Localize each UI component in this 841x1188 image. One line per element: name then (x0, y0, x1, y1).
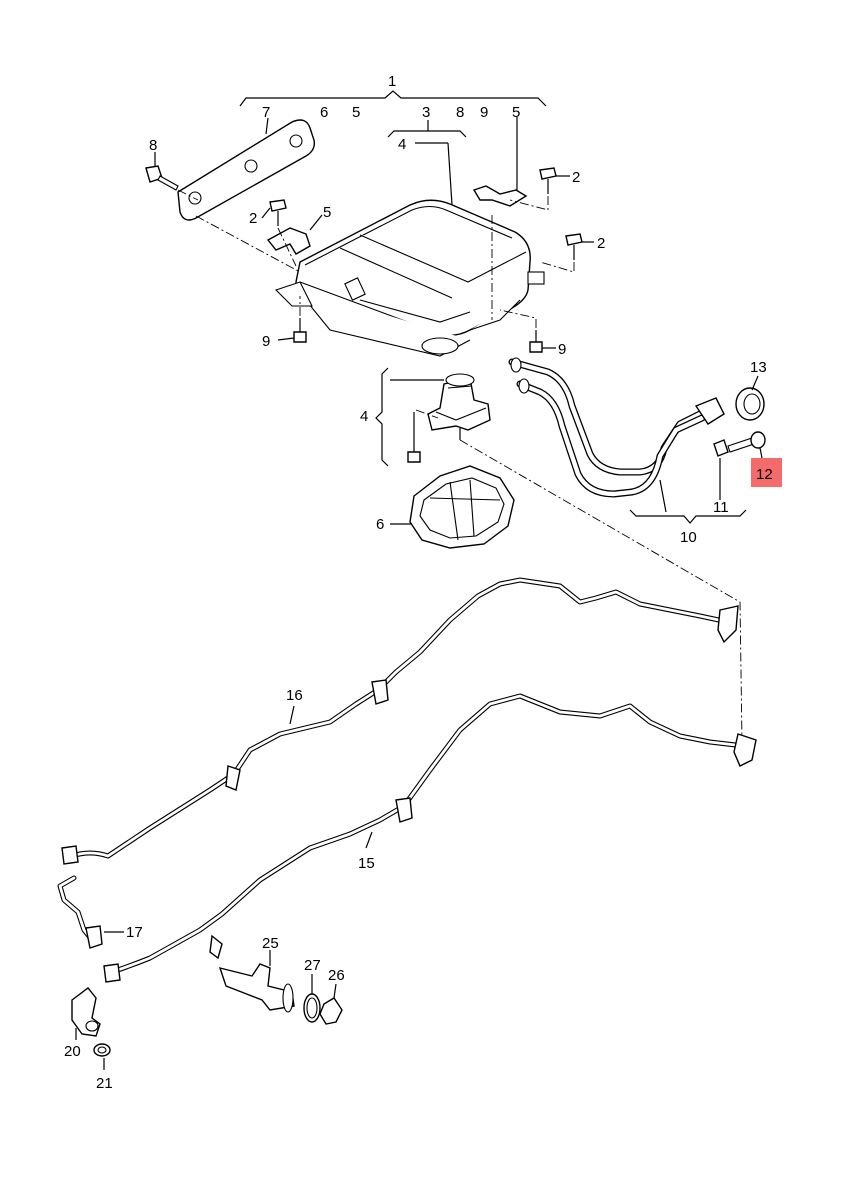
callout-1[interactable]: 1 (388, 73, 396, 90)
callout-3[interactable]: 3 (422, 104, 430, 121)
nut-26 (319, 983, 343, 1025)
callout-13[interactable]: 13 (750, 359, 767, 376)
callout-6[interactable]: 6 (376, 516, 384, 533)
callout-7[interactable]: 7 (262, 104, 270, 121)
callout-9[interactable]: 9 (558, 341, 566, 358)
screw-9-a (277, 296, 307, 343)
callout-11[interactable]: 11 (713, 499, 729, 516)
part-25 (218, 950, 295, 1013)
callout-5[interactable]: 5 (352, 104, 360, 121)
clip-11 (713, 439, 729, 500)
pump-bolt (407, 412, 421, 463)
shield-plate (177, 117, 316, 221)
part-20 (71, 987, 101, 1040)
callout-16[interactable]: 16 (286, 687, 303, 704)
group-10-bracket (629, 509, 747, 524)
screw-2-b (509, 167, 570, 211)
callout-5[interactable]: 5 (323, 204, 331, 221)
line-17 (57, 875, 124, 949)
callout-6[interactable]: 6 (320, 104, 328, 121)
highlight-box-12 (751, 458, 782, 487)
callout-9[interactable]: 9 (262, 333, 270, 350)
callout-4[interactable]: 4 (360, 408, 368, 425)
metering-pump (427, 373, 491, 440)
group-1-bracket (239, 90, 547, 107)
callout-8[interactable]: 8 (456, 104, 464, 121)
callout-4[interactable]: 4 (398, 136, 406, 153)
callout-20[interactable]: 20 (64, 1043, 81, 1060)
bracket-5-right (472, 117, 528, 207)
callout-5[interactable]: 5 (512, 104, 520, 121)
line-16 (61, 577, 739, 865)
group-4-bracket (375, 367, 444, 467)
callout-27[interactable]: 27 (304, 957, 321, 974)
callout-15[interactable]: 15 (358, 855, 375, 872)
callout-2[interactable]: 2 (572, 169, 580, 186)
screw-2-a (261, 199, 297, 267)
callout-17[interactable]: 17 (126, 924, 143, 941)
bolt-8 (145, 152, 199, 201)
fuel-pipes (508, 357, 725, 513)
callout-25[interactable]: 25 (262, 935, 279, 952)
cap-13 (735, 375, 765, 421)
callout-10[interactable]: 10 (680, 529, 697, 546)
callout-8[interactable]: 8 (149, 137, 157, 154)
cover-6 (390, 465, 515, 549)
callout-12[interactable]: 12 (756, 466, 773, 483)
group-4-bracket-upper (415, 142, 453, 206)
callout-21[interactable]: 21 (96, 1075, 113, 1092)
screw-12 (727, 431, 766, 459)
heater-unit (274, 199, 545, 357)
bracket-5-left (266, 214, 323, 255)
screw-2-c (539, 233, 594, 273)
callout-9[interactable]: 9 (480, 104, 488, 121)
line-15 (103, 693, 757, 983)
callout-2[interactable]: 2 (249, 210, 257, 227)
callout-2[interactable]: 2 (597, 235, 605, 252)
screw-9-b (499, 309, 556, 353)
clamp-21 (93, 1043, 111, 1070)
group-3-bracket (387, 120, 467, 138)
callout-26[interactable]: 26 (328, 967, 345, 984)
ring-27 (303, 974, 321, 1023)
